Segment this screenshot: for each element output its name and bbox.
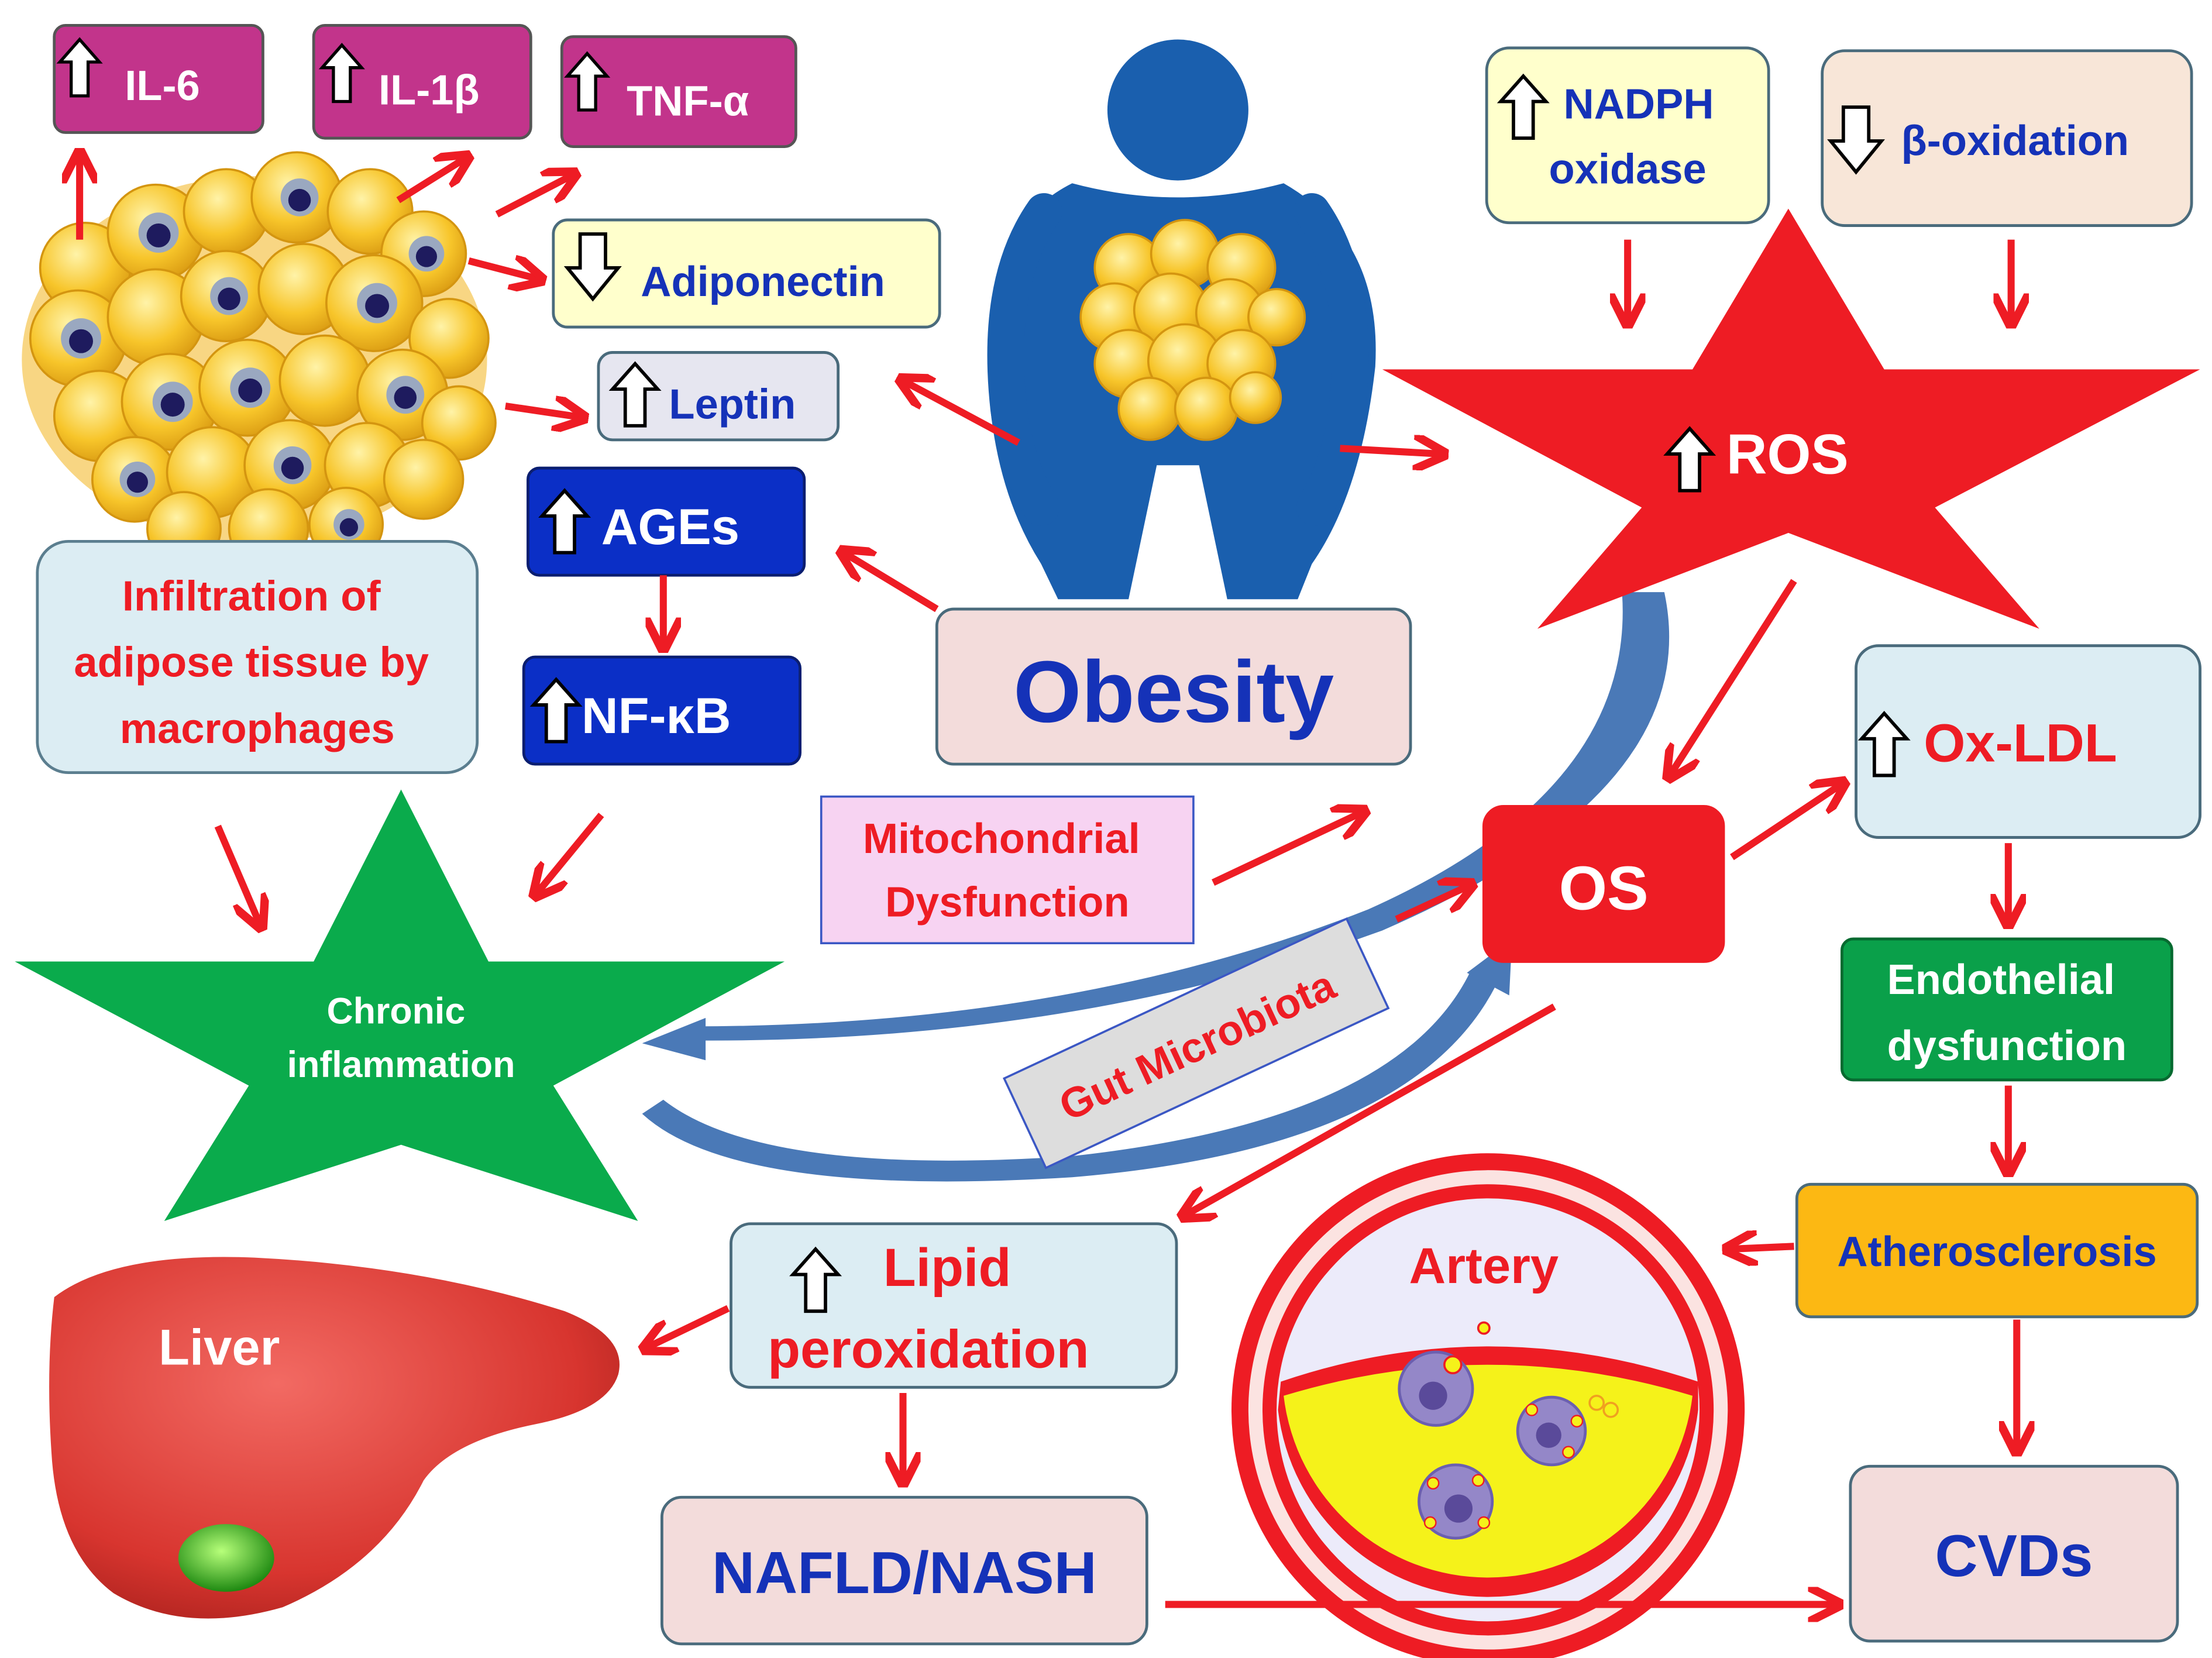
arrow-os-to-oxldl: [1730, 784, 1842, 861]
nafld-nash-box: NAFLD/NASH: [660, 1495, 1148, 1646]
macrophage-core: [69, 329, 94, 353]
cvds-label: CVDs: [1935, 1523, 2093, 1589]
infiltration-box: Infiltration of adipose tissue by macrop…: [36, 539, 479, 775]
ros-label: ROS: [1726, 424, 1849, 486]
ros-star: ROS: [1382, 208, 2200, 629]
adiponectin-box: Adiponectin: [552, 218, 941, 329]
macrophage-core: [288, 188, 311, 212]
macrophage-core: [415, 246, 438, 267]
ages-box: AGEs: [527, 466, 806, 577]
nfkb-box: NF-κB: [522, 655, 801, 766]
infiltration-label: Infiltration of adipose tissue by macrop…: [74, 573, 441, 752]
arrow-to-leptin: [505, 406, 582, 417]
chronic-inflammation-star: Chronic inflammation: [15, 789, 785, 1221]
leptin-box: Leptin: [597, 351, 840, 442]
arrow-os-to-lipid: [1185, 1003, 1556, 1216]
arrow-mitochondria-to-obesity: [1212, 812, 1363, 886]
mitochondrial-dysfunction-box: Mitochondrial Dysfunction: [820, 795, 1195, 945]
arrow-obese-to-ros: [1340, 448, 1442, 454]
nadph-oxidase-box: NADPH oxidase: [1485, 46, 1770, 225]
macrophage-core: [281, 456, 304, 480]
cvds-box: CVDs: [1849, 1464, 2179, 1643]
obesity-label: Obesity: [1013, 643, 1334, 741]
macrophage-core: [218, 287, 240, 311]
os-box: OS: [1482, 805, 1725, 963]
endothelial-dysfunction-label: Endothelial dysfunction: [1887, 957, 2127, 1069]
macrophage-core: [160, 393, 185, 417]
foam-cell: [1418, 1463, 1494, 1540]
il1b-box: IL-1β: [312, 23, 532, 140]
macrophage-core: [126, 472, 148, 493]
endothelial-dysfunction-box: Endothelial dysfunction: [1841, 937, 2173, 1082]
arrow-obesity-to-ages: [844, 553, 939, 613]
foam-cell: [1398, 1350, 1474, 1427]
up-arrow-icon: [318, 43, 365, 104]
arrow-to-il1b: [396, 158, 466, 204]
macrophage-core: [365, 294, 390, 318]
fat-cell: [1174, 377, 1239, 441]
adiponectin-label: Adiponectin: [641, 259, 885, 305]
artery-label: Artery: [1409, 1237, 1559, 1294]
fat-cell: [1247, 288, 1306, 347]
adipose-tissue-image: [22, 151, 497, 569]
lipid-peroxidation-box: Lipid peroxidation: [730, 1222, 1178, 1389]
ox-ldl-box: Ox-LDL: [1855, 644, 2201, 839]
up-arrow-icon: [1857, 711, 1911, 778]
up-arrow-icon: [1497, 73, 1550, 140]
arrows: [80, 155, 2017, 1604]
leptin-label: Leptin: [669, 381, 796, 428]
il6-label: IL-6: [125, 63, 200, 109]
nfkb-label: NF-κB: [582, 687, 731, 744]
up-arrow-icon: [538, 488, 591, 555]
up-arrow-icon: [564, 51, 611, 112]
artery-image: Artery: [1231, 1153, 1745, 1658]
atherosclerosis-box: Atherosclerosis: [1795, 1182, 2199, 1319]
fat-cell: [383, 439, 465, 520]
up-arrow-icon: [529, 677, 583, 744]
obese-silhouette-image: [987, 39, 1376, 600]
beta-oxidation-label: β-oxidation: [1901, 118, 2129, 164]
mitochondrial-dysfunction-label: Mitochondrial Dysfunction: [863, 816, 1152, 926]
foam-cell: [1516, 1394, 1619, 1467]
ox-ldl-label: Ox-LDL: [1924, 713, 2117, 773]
down-arrow-icon: [563, 232, 622, 302]
arrow-atherosclerosis-to-artery: [1729, 1246, 1794, 1249]
ages-label: AGEs: [601, 498, 739, 555]
nadph-oxidase-label: NADPH oxidase: [1549, 81, 1726, 192]
macrophage-core: [146, 223, 171, 247]
fat-cell: [1117, 377, 1182, 441]
liver-image: Liver: [49, 1257, 620, 1619]
il1b-label: IL-1β: [379, 67, 480, 113]
arrow-obese-to-leptin: [903, 381, 1020, 446]
os-label: OS: [1559, 854, 1649, 923]
up-arrow-icon: [56, 37, 103, 98]
fat-cell: [1229, 371, 1282, 424]
fat-cell: [278, 334, 371, 427]
macrophage-core: [394, 386, 417, 409]
arrow-microbiota-to-os: [1395, 885, 1470, 923]
up-arrow-icon: [608, 361, 662, 428]
arrow-ros-to-os: [1670, 579, 1797, 776]
atherosclerosis-label: Atherosclerosis: [1837, 1229, 2156, 1275]
chronic-inflammation-label: Chronic inflammation: [287, 991, 515, 1086]
arrow-nfkb-to-inflammation: [536, 813, 604, 894]
arrow-infiltration-to-inflammation: [214, 824, 260, 925]
arrow-to-tnfa: [495, 175, 573, 218]
lipid-peroxidation-label: Lipid peroxidation: [768, 1238, 1089, 1380]
liver-label: Liver: [159, 1319, 280, 1376]
up-arrow-icon: [1663, 426, 1716, 493]
macrophage-core: [339, 518, 359, 536]
down-arrow-icon: [1827, 105, 1886, 175]
arrow-lipid-to-liver: [646, 1305, 730, 1347]
tnfa-box: TNF-α: [560, 35, 797, 149]
arrow-to-adiponectin: [467, 261, 539, 279]
beta-oxidation-box: β-oxidation: [1821, 49, 2193, 227]
il6-box: IL-6: [53, 23, 264, 134]
tnfa-label: TNF-α: [627, 78, 749, 125]
macrophage-core: [238, 379, 263, 403]
obesity-box: Obesity: [935, 607, 1412, 766]
nafld-nash-label: NAFLD/NASH: [712, 1540, 1097, 1606]
up-arrow-icon: [789, 1246, 842, 1313]
